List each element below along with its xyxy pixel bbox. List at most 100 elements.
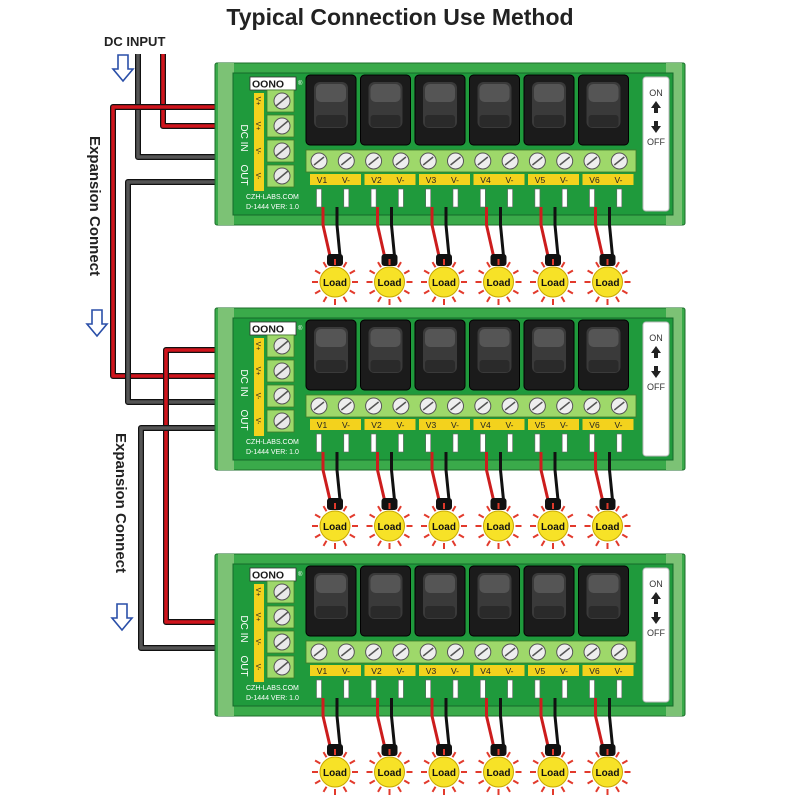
load-label: Load [432,278,456,289]
dc-input-label: DC INPUT [104,34,166,49]
load-lamp-icon [483,266,514,298]
channel-label-bar [528,665,579,676]
expansion-arrow-icon [85,309,109,338]
load-wire-red [321,452,332,501]
off-label: OFF [647,628,665,638]
status-strip [642,321,670,457]
load-label: Load [541,522,565,533]
expansion-arrow-icon [111,54,135,83]
load-wire-red [430,452,441,501]
down-arrow-icon [651,366,661,378]
company-label: CZH-LABS.COM [246,194,299,201]
load-wire-red [485,698,495,747]
load-wire-red [430,698,441,747]
out-label: OUT [238,655,249,676]
output-terminal-block [305,640,637,664]
left-label-strip [254,338,264,436]
load-wire-red [376,207,386,257]
load-wire-black [390,452,396,501]
on-label: ON [649,579,663,589]
brand-label: OONO [252,79,284,91]
load-wire-red [485,452,495,501]
channel-label-bar [582,665,634,676]
load-lamp-icon [483,756,514,788]
out-label: OUT [238,409,249,430]
channel-pos-label: V2 [371,420,382,430]
load-wire-black [444,452,451,501]
channel-label-bar [528,174,579,185]
channel-pos-label: V3 [426,175,437,185]
channel-label-bar [473,419,525,430]
left-terminal-label: V- [254,393,261,400]
load-wire-black [499,698,505,747]
page-title: Typical Connection Use Method [226,4,574,30]
load-lamp-icon [537,756,569,788]
load-wire-black [553,698,560,747]
channel-neg-label: V- [396,175,404,185]
channel-neg-label: V- [396,420,404,430]
down-arrow-icon [651,121,661,133]
left-terminal-label: V+ [254,588,261,597]
load-label: Load [323,522,347,533]
load-lamp-icon [483,510,514,542]
load-wire-red [539,698,550,747]
status-strip [642,567,670,703]
load-label: Load [432,522,456,533]
status-strip [642,76,670,212]
channel-neg-label: V- [505,175,513,185]
channel-pos-label: V3 [426,420,437,430]
load-label: Load [596,522,620,533]
channel-label-bar [364,419,416,430]
load-wire-black [335,207,342,257]
channel-neg-label: V- [560,420,568,430]
load-label: Load [541,278,565,289]
channel-pos-label: V5 [535,420,546,430]
channel-pos-label: V1 [317,420,328,430]
left-terminal-label: V- [254,173,261,180]
channel-pos-label: V6 [589,666,600,676]
channel-pos-label: V5 [535,666,546,676]
load-wire-black [444,698,451,747]
up-arrow-icon [651,592,661,604]
down-arrow-icon [651,612,661,624]
on-label: ON [649,88,663,98]
load-label: Load [596,278,620,289]
load-wire-black [499,452,505,501]
registered-mark: ® [298,325,303,332]
load-lamp-icon [537,510,569,542]
up-arrow-icon [651,101,661,113]
load-wire-red [430,207,441,257]
out-label: OUT [238,164,249,185]
load-lamp-icon [428,510,460,542]
expansion-gray-wire-2 [138,425,282,651]
load-lamp-icon [592,756,623,788]
load-wire-red [485,207,495,257]
load-label: Load [487,768,511,779]
load-wire-black [335,698,342,747]
channel-pos-label: V6 [589,420,600,430]
expansion-arrow-icon [110,603,134,632]
channel-label-bar [582,174,634,185]
channel-neg-label: V- [614,420,622,430]
load-wire-black [390,207,396,257]
load-lamp-icon [374,756,405,788]
output-terminal-block [305,149,637,173]
load-wire-black [553,207,560,257]
output-terminal-block [305,394,637,418]
on-label: ON [649,333,663,343]
load-lamp-icon [319,756,351,788]
brand-label: OONO [252,324,284,336]
expansion-gray-wire-1 [125,179,282,405]
left-terminal-label: V+ [254,122,261,131]
channel-label-bar [419,174,470,185]
channel-neg-label: V- [505,666,513,676]
channel-neg-label: V- [560,666,568,676]
channel-pos-label: V6 [589,175,600,185]
channel-label-bar [364,174,416,185]
off-label: OFF [647,382,665,392]
company-label: CZH-LABS.COM [246,685,299,692]
load-wire-red [594,207,604,257]
dc-in-label: DC IN [238,124,249,151]
